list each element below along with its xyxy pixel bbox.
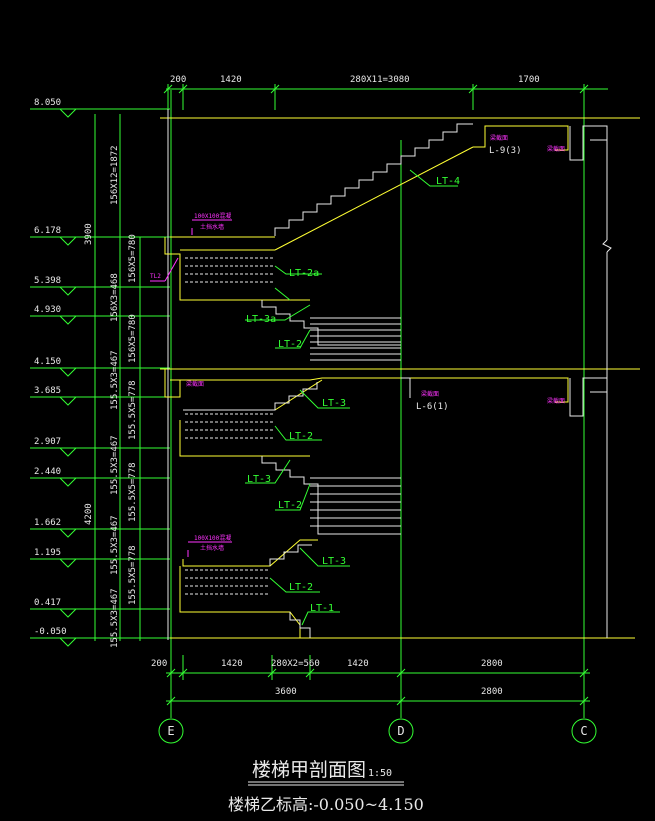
note-beam-4: 梁截面 [421,390,439,398]
top-dim-200: 200 [170,75,186,85]
drawing-scale: 1:50 [368,768,392,779]
left-dim-4200: 4200 [84,503,94,525]
label-lt3-3: LT-3 [322,556,346,567]
stair-soffit-lt4 [274,125,569,251]
left-dim-467-a: 155.5X3=467 [110,350,120,410]
elev-1195: 1.195 [34,548,61,558]
label-lt3a: LT-3a [246,314,276,325]
axis-label-c: C [580,724,587,738]
left-dim-467-d: 155.5X3=467 [110,588,120,648]
bottom-dim-1420-a: 1420 [221,659,243,669]
bottom-dim-2800-b: 2800 [481,687,503,697]
bottom-dim-1420-b: 1420 [347,659,369,669]
tl2-marker [150,257,179,282]
note-waterstop-lower-line2: 土挡水墙 [200,544,224,552]
elev-8050: 8.050 [34,98,61,108]
label-lt2a: LT-2a [289,268,319,279]
left-dim-778-b: 155.5X5=778 [128,462,138,522]
note-waterstop-upper-line2: 土挡水墙 [200,223,224,231]
left-dim-778-a: 155.5X5=778 [128,380,138,440]
note-beam-5: 梁截面 [547,397,565,405]
left-dim-467-c: 155.5X3=467 [110,515,120,575]
beam-l6 [401,377,608,417]
drawing-title: 楼梯甲剖面图 [252,759,366,781]
middle-landing [164,369,569,457]
note-beam-1: 梁截面 [490,134,508,142]
label-lt1: LT-1 [310,603,334,614]
elev-1662: 1.662 [34,518,61,528]
label-tl2: TL2 [150,273,161,280]
elev-2907: 2.907 [34,437,61,447]
axis-bubble-c: C [571,718,597,744]
left-dim-467-b: 155.5X3=467 [110,435,120,495]
axis-lines [170,90,585,718]
label-lt3-2: LT-3 [247,474,271,485]
axis-bubble-d: D [388,718,414,744]
elev-5398: 5.398 [34,276,61,286]
label-lt2-1: LT-2 [278,339,302,350]
stair-flight-lt2-mid [261,456,401,535]
axis-label-e: E [167,724,174,738]
landing-hatch-1 [185,257,275,283]
stair-flight-lt2-upper [261,300,401,361]
landing-hatch-2 [185,413,275,439]
bottom-dim-200: 200 [151,659,167,669]
top-dim-3080: 280X11=3080 [350,75,410,85]
title-block: 楼梯甲剖面图 1:50 楼梯乙标高:-0.050~4.150 [228,759,424,814]
left-dim-1872: 156X12=1872 [110,145,120,205]
floor-lines [160,117,640,639]
elev-0417: 0.417 [34,598,61,608]
bottom-dim-3600: 3600 [275,687,297,697]
left-dim-780-b: 156X5=780 [128,314,138,363]
elevation-markers [59,108,77,647]
label-l9: L-9(3) [489,146,522,156]
elev-3685: 3.685 [34,386,61,396]
label-lt2-3: LT-2 [278,500,302,511]
top-dim-1700: 1700 [518,75,540,85]
landing-hatch-3 [185,569,270,595]
note-beam-3: 梁截面 [186,380,204,388]
drawing-subtitle: 楼梯乙标高:-0.050~4.150 [228,795,424,814]
note-waterstop-lower-line1: 100X100混凝 [194,534,231,542]
axis-label-d: D [397,724,404,738]
elev-2440: 2.440 [34,467,61,477]
left-dimension-lines [30,108,170,641]
note-beam-2: 梁截面 [547,145,565,153]
leader-lines [245,169,458,626]
label-lt2-2: LT-2 [289,431,313,442]
elev-minus-0050: -0.050 [34,627,67,637]
elev-6178: 6.178 [34,226,61,236]
stair-flight-lt4 [274,123,473,236]
stair-flight-lt1 [269,544,312,638]
beam-l9 [569,125,608,161]
note-waterstop-lower: 100X100混凝 土挡水墙 [187,534,232,557]
label-l6: L-6(1) [416,402,449,412]
label-lt3-1: LT-3 [322,398,346,409]
elev-4930: 4.930 [34,305,61,315]
bottom-dim-560: 280X2=560 [271,659,320,669]
axis-bubble-e: E [158,718,184,744]
note-waterstop-upper: 100X100混凝 土挡水墙 [191,212,232,235]
label-lt4: LT-4 [436,176,460,187]
left-dim-778-c: 155.5X5=778 [128,545,138,605]
stair-flight-lt3-mid [183,382,318,411]
elev-4150: 4.150 [34,357,61,367]
note-waterstop-upper-line1: 100X100混凝 [194,212,231,220]
left-dim-468: 156X3=468 [110,273,120,322]
upper-landing [164,236,310,301]
label-lt2-4: LT-2 [289,582,313,593]
top-dim-1420: 1420 [220,75,242,85]
walls [167,109,612,640]
left-dim-3900: 3900 [84,223,94,245]
left-dim-780-a: 156X5=780 [128,234,138,283]
bottom-dim-2800-a: 2800 [481,659,503,669]
